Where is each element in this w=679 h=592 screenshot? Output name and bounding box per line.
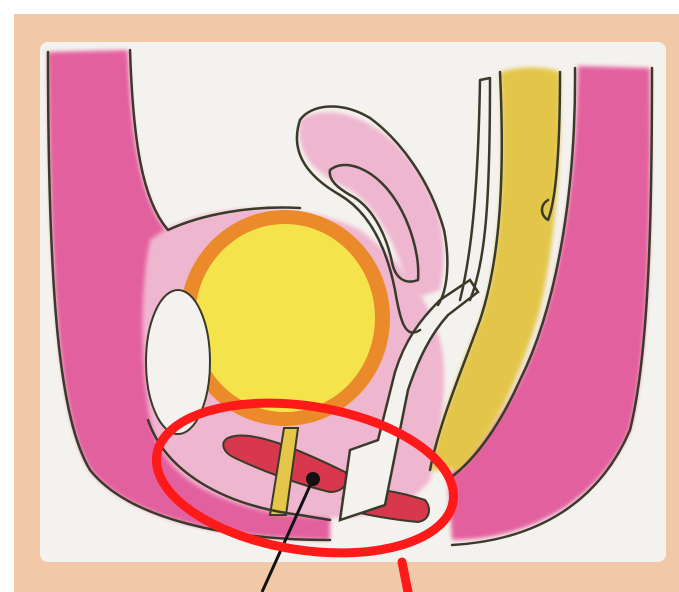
bladder-lumen (195, 224, 375, 412)
highlight-tail (402, 562, 408, 592)
pointer-dot (306, 472, 320, 486)
